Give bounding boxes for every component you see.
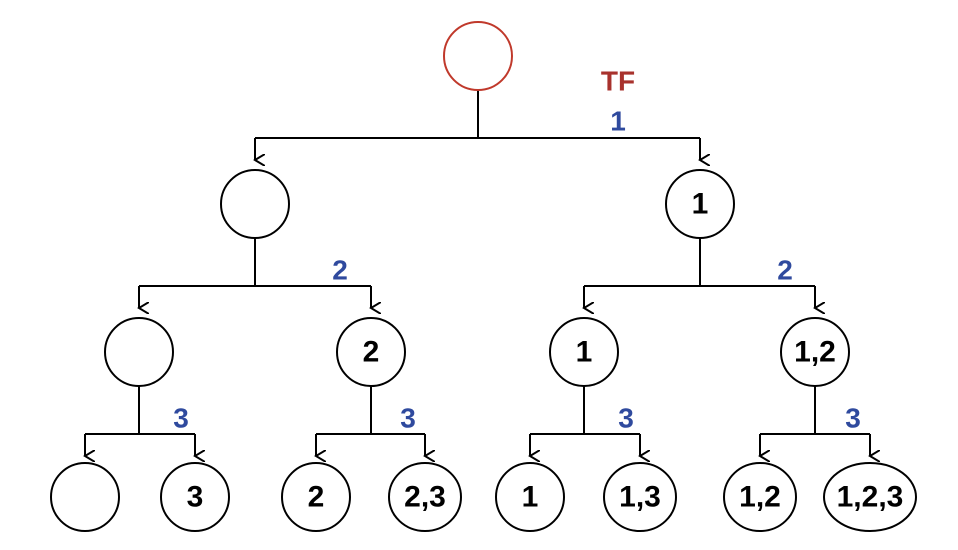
edges-level-2-right xyxy=(584,238,815,308)
leaf-label: 1,2 xyxy=(739,481,781,514)
leaf-1-3: 1,3 xyxy=(603,462,677,532)
edges-level-3-b xyxy=(316,386,425,456)
node-label: 1,2 xyxy=(794,336,836,369)
edges-level-3-a xyxy=(85,386,195,456)
leaf-label: 2 xyxy=(308,481,325,514)
leaf-label: 1,3 xyxy=(619,481,661,514)
level-label-2-right: 2 xyxy=(777,255,793,286)
leaf-1: 1 xyxy=(495,462,565,532)
leaf-label: 1,2,3 xyxy=(837,481,904,514)
tf-label: TF xyxy=(601,66,635,97)
edges-level-1 xyxy=(255,90,700,160)
leaf-1-2-3: 1,2,3 xyxy=(823,462,917,532)
root-node xyxy=(443,21,513,91)
leaf-2: 2 xyxy=(281,462,351,532)
leaf-3: 3 xyxy=(160,462,230,532)
node-empty-level-1 xyxy=(220,169,290,239)
node-2-level-2: 2 xyxy=(336,317,406,387)
node-1-2-level-2: 1,2 xyxy=(780,317,850,387)
leaf-label: 2,3 xyxy=(404,481,446,514)
node-empty-level-2 xyxy=(104,317,174,387)
level-label-3-c: 3 xyxy=(618,403,634,434)
node-label: 1 xyxy=(576,336,593,369)
level-label-1: 1 xyxy=(610,106,626,137)
leaf-label: 3 xyxy=(187,481,204,514)
level-label-2-left: 2 xyxy=(332,255,348,286)
level-label-3-a: 3 xyxy=(173,403,189,434)
level-label-3-d: 3 xyxy=(845,403,861,434)
node-1-level-1: 1 xyxy=(665,169,735,239)
leaf-label: 1 xyxy=(522,481,539,514)
node-label: 1 xyxy=(692,188,709,221)
edges-level-2-left xyxy=(139,238,371,308)
edges-level-3-d xyxy=(760,386,870,456)
leaf-empty xyxy=(50,462,120,532)
leaf-1-2: 1,2 xyxy=(723,462,797,532)
level-label-3-b: 3 xyxy=(400,403,416,434)
node-label: 2 xyxy=(363,336,380,369)
node-1-level-2: 1 xyxy=(549,317,619,387)
leaf-2-3: 2,3 xyxy=(388,462,462,532)
edges-level-3-c xyxy=(530,386,640,456)
